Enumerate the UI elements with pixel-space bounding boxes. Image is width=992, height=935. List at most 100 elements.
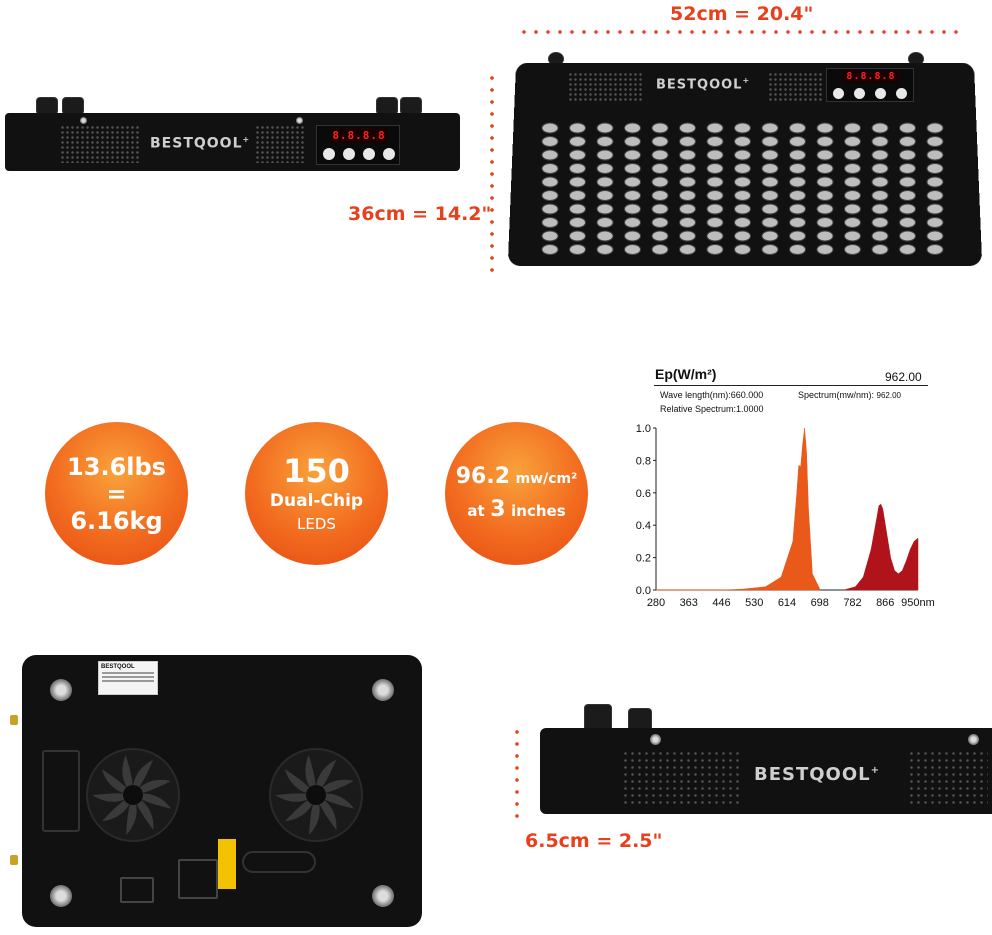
control-button[interactable]	[363, 148, 375, 160]
led-chip	[679, 230, 696, 242]
led-chip	[844, 190, 861, 201]
control-button[interactable]	[875, 88, 886, 99]
led-chip	[816, 163, 834, 174]
led-chip	[761, 244, 779, 255]
fan-blade	[133, 795, 154, 830]
x-tick-label: 446	[712, 597, 730, 609]
led-chip	[569, 217, 586, 228]
led-chip	[926, 163, 944, 174]
led-chip	[541, 203, 559, 215]
led-chip	[734, 176, 751, 188]
control-button[interactable]	[896, 88, 907, 99]
led-chip	[844, 176, 861, 188]
chart-title: Ep(W/m²)	[655, 366, 717, 382]
led-chip	[679, 122, 696, 134]
led-chip	[926, 244, 944, 255]
lamp-side-view: BESTQOOL+ 8.8.8.8	[0, 95, 470, 175]
led-chip	[871, 190, 889, 201]
sticker-logo: BESTQOOL	[101, 664, 135, 670]
led-chip	[706, 136, 724, 147]
irradiance-unit: mw/cm²	[515, 471, 578, 487]
led-chip	[596, 136, 614, 147]
control-button[interactable]	[383, 148, 395, 160]
distance-number: 3	[490, 497, 506, 522]
led-chip	[899, 230, 916, 242]
lamp-depth-view: BESTQOOL+	[538, 700, 992, 820]
led-chip	[706, 244, 724, 255]
led-chip	[734, 163, 751, 174]
led-chip	[569, 176, 586, 188]
control-button[interactable]	[854, 88, 865, 99]
led-chip	[871, 122, 889, 134]
x-tick-label: 280	[647, 597, 665, 609]
spectrum-chart: Ep(W/m²) 962.00 Wave length(nm):660.000 …	[620, 360, 960, 615]
led-chip	[789, 136, 806, 147]
led-chip	[844, 217, 861, 228]
led-label: LEDS	[297, 514, 336, 533]
led-chip	[871, 217, 889, 228]
y-tick-label: 0.6	[636, 488, 651, 500]
vent-grill	[60, 125, 140, 163]
y-tick-label: 0.4	[636, 520, 651, 532]
mount-foot	[50, 679, 72, 701]
led-array	[541, 122, 944, 255]
fan-blade	[101, 769, 133, 795]
wavelength-value: 660.000	[730, 390, 764, 400]
led-chip	[899, 217, 916, 228]
led-chip	[569, 203, 586, 215]
screw	[968, 734, 979, 745]
fan-blade	[133, 779, 171, 795]
fan-blade	[275, 793, 316, 802]
led-chip	[679, 136, 696, 147]
led-chip	[734, 217, 751, 228]
led-chip	[651, 163, 669, 174]
led-chip	[816, 217, 834, 228]
irradiance-badge: 96.2 mw/cm² at 3 inches	[445, 422, 588, 565]
led-chip	[871, 163, 889, 174]
spectrum-area	[843, 503, 919, 591]
led-chip	[596, 244, 614, 255]
height-dimension-line	[490, 72, 494, 272]
led-chip	[899, 244, 916, 255]
led-chip	[569, 149, 586, 161]
weight-lbs: 13.6lbs	[67, 452, 166, 481]
led-chip	[569, 244, 586, 255]
spectrum-label: Spectrum(mw/nm):	[798, 390, 875, 400]
led-chip	[816, 203, 834, 215]
led-chip	[569, 122, 586, 134]
led-chip	[789, 163, 806, 174]
led-chip	[899, 203, 916, 215]
led-chip	[679, 163, 696, 174]
mount-foot	[372, 885, 394, 907]
led-chip	[926, 149, 944, 161]
distance-suffix: inches	[511, 502, 566, 520]
cooling-fan-right	[269, 748, 363, 842]
relative-readout: Relative Spectrum:1.0000	[660, 404, 764, 414]
led-chip	[624, 217, 641, 228]
vent-grill	[622, 750, 742, 806]
power-button[interactable]	[323, 148, 335, 160]
wavelength-label: Wave length(nm):	[660, 390, 731, 400]
power-button[interactable]	[833, 88, 844, 99]
led-chip	[706, 230, 724, 242]
fan-blade	[102, 795, 133, 822]
led-chip	[651, 149, 669, 161]
led-chip	[816, 149, 834, 161]
led-chip	[596, 122, 614, 134]
led-chip	[679, 190, 696, 201]
led-chip	[734, 190, 751, 201]
led-chip	[541, 122, 559, 134]
led-chip	[706, 149, 724, 161]
fan-blade	[309, 795, 320, 835]
control-button[interactable]	[343, 148, 355, 160]
cable-clip	[242, 851, 316, 873]
y-tick-label: 0.0	[636, 585, 651, 597]
distance-prefix: at	[467, 502, 485, 520]
led-chip	[679, 149, 696, 161]
vent-grill	[568, 72, 643, 102]
led-chip	[651, 122, 669, 134]
led-chip	[926, 122, 944, 134]
led-chip	[734, 203, 751, 215]
y-tick-label: 0.2	[636, 553, 651, 565]
fan-blade	[284, 769, 316, 795]
